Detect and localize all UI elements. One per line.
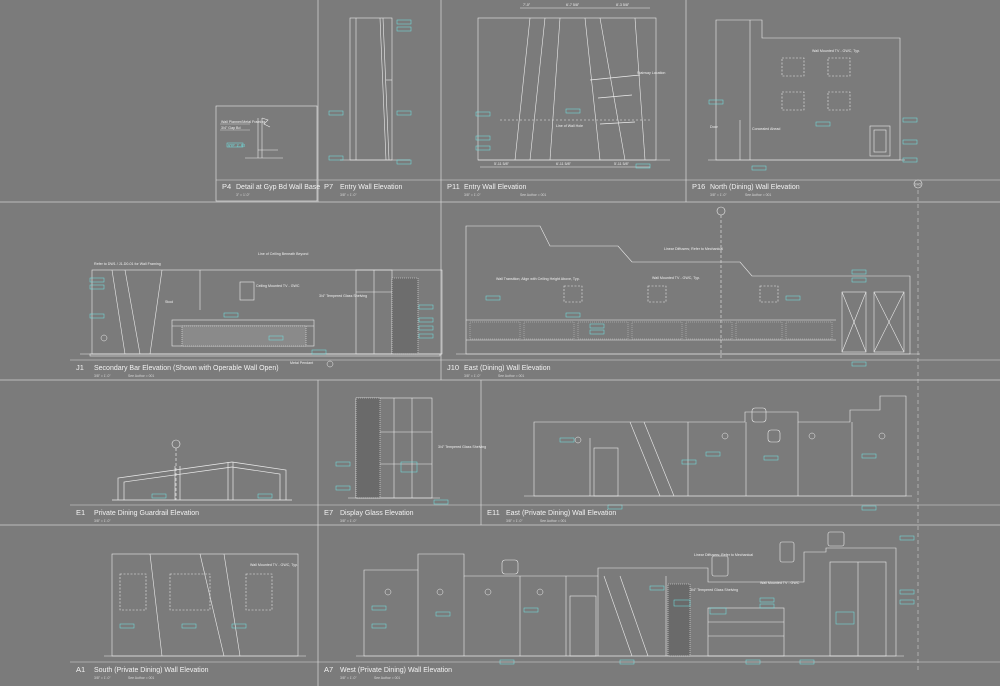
a7-callout-diffusers: Linear Diffusers; Refer to Mechanical: [694, 553, 753, 557]
panel-num-e1: E1: [76, 508, 85, 517]
panel-j1-drawing: [80, 269, 443, 357]
panel-p4-drawing: [215, 105, 318, 202]
panel-scale-e1: 3/8" = 1'-0": [94, 519, 111, 523]
p11-tags: [475, 108, 651, 169]
p16-callout-conceal: Concealed Ahead: [752, 127, 780, 131]
panel-title-j1: Secondary Bar Elevation (Shown with Oper…: [94, 365, 279, 372]
panel-scale-p16: 3/8" = 1'-0": [710, 193, 727, 197]
panel-scale-a7: 3/8" = 1'-0": [340, 676, 357, 680]
a7-callout-glass: 3/4" Tempered Glass Shelving: [690, 588, 738, 592]
j1-callout-stool: Stool: [165, 300, 173, 304]
panel-num-a7: A7: [324, 665, 333, 674]
panel-scale-j10: 3/8" = 1'-0": [464, 374, 481, 378]
j1-callout-framing: Refer to DW1 / J1-D0-01 for Wall Framing: [94, 262, 161, 266]
panel-scale-e11: 3/8" = 1'-0": [506, 519, 523, 523]
e11-ref: See Author = 001: [540, 519, 566, 523]
panel-num-j1: J1: [76, 363, 84, 372]
panel-num-a1: A1: [76, 665, 85, 674]
a7-callout-tv: Wall Mounted TV - GWC: [760, 581, 800, 585]
p11-dim-3: 8'-3 5/8": [616, 3, 630, 7]
j10-guardrail: [469, 321, 833, 340]
j1-callout-tv: Ceiling Mounted TV - GWC: [256, 284, 300, 288]
panel-e11-drawing: [524, 395, 912, 497]
j10-callout-diffusers: Linear Diffusers; Refer to Mechanical: [664, 247, 723, 251]
p16-ref: See Author = 001: [745, 193, 771, 197]
e11-tags: [559, 437, 877, 511]
e7-callout-glass: 3/4" Tempered Glass Shelving: [438, 445, 486, 449]
a7-sconces: [384, 588, 544, 596]
p11-ref: See Author = 001: [520, 193, 546, 197]
e11-sconces: [574, 432, 886, 444]
p16-callout-tv: Wall Mounted TV - GWC, Typ.: [812, 49, 860, 53]
j10-ref: See Author = 001: [498, 374, 524, 378]
j1-ref: See Author = 001: [128, 374, 154, 378]
panel-p16-drawing: [708, 19, 919, 670]
panel-scale-p7: 3/8" = 1'-0": [340, 193, 357, 197]
a1-ref: See Author = 001: [128, 676, 154, 680]
panel-e1-drawing: [112, 448, 292, 501]
j10-callout-tv: Wall Mounted TV - GWC, Typ.: [652, 276, 700, 280]
svg-text:GYP 2.01: GYP 2.01: [228, 144, 245, 148]
panel-a1-drawing: [104, 553, 306, 657]
a7-ref: See Author = 001: [374, 676, 400, 680]
p16-callout-door: Door: [710, 125, 719, 129]
p11-dashes: [589, 74, 641, 125]
panel-title-j10: East (Dining) Wall Elevation: [464, 365, 551, 372]
panel-num-p4: P4: [222, 182, 231, 191]
j1-callout-ceiling: Line of Ceiling Beneath Beyond: [258, 252, 308, 256]
j1-tags: [89, 277, 434, 355]
grid-marker-right: 3/A5: [914, 183, 921, 187]
p16-tags: [708, 99, 918, 171]
p7-tags: [328, 19, 412, 165]
p11-dim-2: 6'-7 5/8": [566, 3, 580, 7]
p11-callout-stair: Stairway Location: [637, 71, 665, 75]
panel-p7-drawing: [340, 17, 410, 161]
panel-p11-drawing: [477, 7, 670, 168]
j1-callout-glass: 3/4" Tempered Glass Shelving: [319, 294, 367, 298]
panel-num-e11: E11: [487, 508, 500, 517]
panel-scale-e7: 3/8" = 1'-0": [340, 519, 357, 523]
a1-tags: [119, 623, 247, 629]
panel-num-j10: J10: [447, 363, 459, 372]
panel-a7-drawing: [356, 531, 904, 657]
panel-num-p7: P7: [324, 182, 333, 191]
panel-title-p7: Entry Wall Elevation: [340, 184, 402, 191]
p4-callout-framing: Wall Planner/Metal Framing: [221, 120, 265, 124]
p4-callout-gap: 3/4" Gap Bd: [221, 126, 240, 130]
panel-title-p11: Entry Wall Elevation: [464, 184, 526, 191]
panel-title-a7: West (Private Dining) Wall Elevation: [340, 667, 452, 674]
panel-scale-j1: 3/8" = 1'-0": [94, 374, 111, 378]
panel-title-e1: Private Dining Guardrail Elevation: [94, 510, 199, 517]
panel-title-p16: North (Dining) Wall Elevation: [710, 184, 800, 191]
a7-glass-tag: [673, 599, 855, 625]
a1-callout-tv: Wall Mounted TV - GWC, Typ.: [250, 563, 298, 567]
j10-callout-wall: Wall Transition; Align with Ceiling Heig…: [496, 277, 580, 281]
p11-bottom-dim-1: 5'-11 5/8": [494, 162, 510, 166]
panel-title-p4: Detail at Gyp Bd Wall Base: [236, 184, 320, 191]
panel-title-e11: East (Private Dining) Wall Elevation: [506, 510, 616, 517]
panel-e7-drawing: [348, 397, 440, 499]
p11-callout-hole: Line of Wall Hole: [556, 124, 583, 128]
panel-scale-p4: 3" = 1'-0": [236, 193, 251, 197]
p11-bottom-dim-2: 6'-11 5/8": [556, 162, 572, 166]
p11-bottom-dim-3: 5'-11 5/8": [614, 162, 630, 166]
panel-num-p16: P16: [692, 182, 705, 191]
j1-callout-pendant: Metal Pendant: [290, 361, 313, 365]
j10-tags: [485, 269, 867, 367]
e7-tags: [335, 461, 449, 505]
p11-dim-1: 7'-0": [523, 3, 531, 7]
panel-scale-a1: 3/8" = 1'-0": [94, 676, 111, 680]
panel-j10-drawing: [456, 215, 920, 360]
panel-title-e7: Display Glass Elevation: [340, 510, 414, 517]
panel-num-p11: P11: [447, 182, 460, 191]
panel-scale-p11: 3/8" = 1'-0": [464, 193, 481, 197]
panel-num-e7: E7: [324, 508, 333, 517]
panel-title-a1: South (Private Dining) Wall Elevation: [94, 667, 209, 674]
e1-tags: [151, 493, 273, 499]
